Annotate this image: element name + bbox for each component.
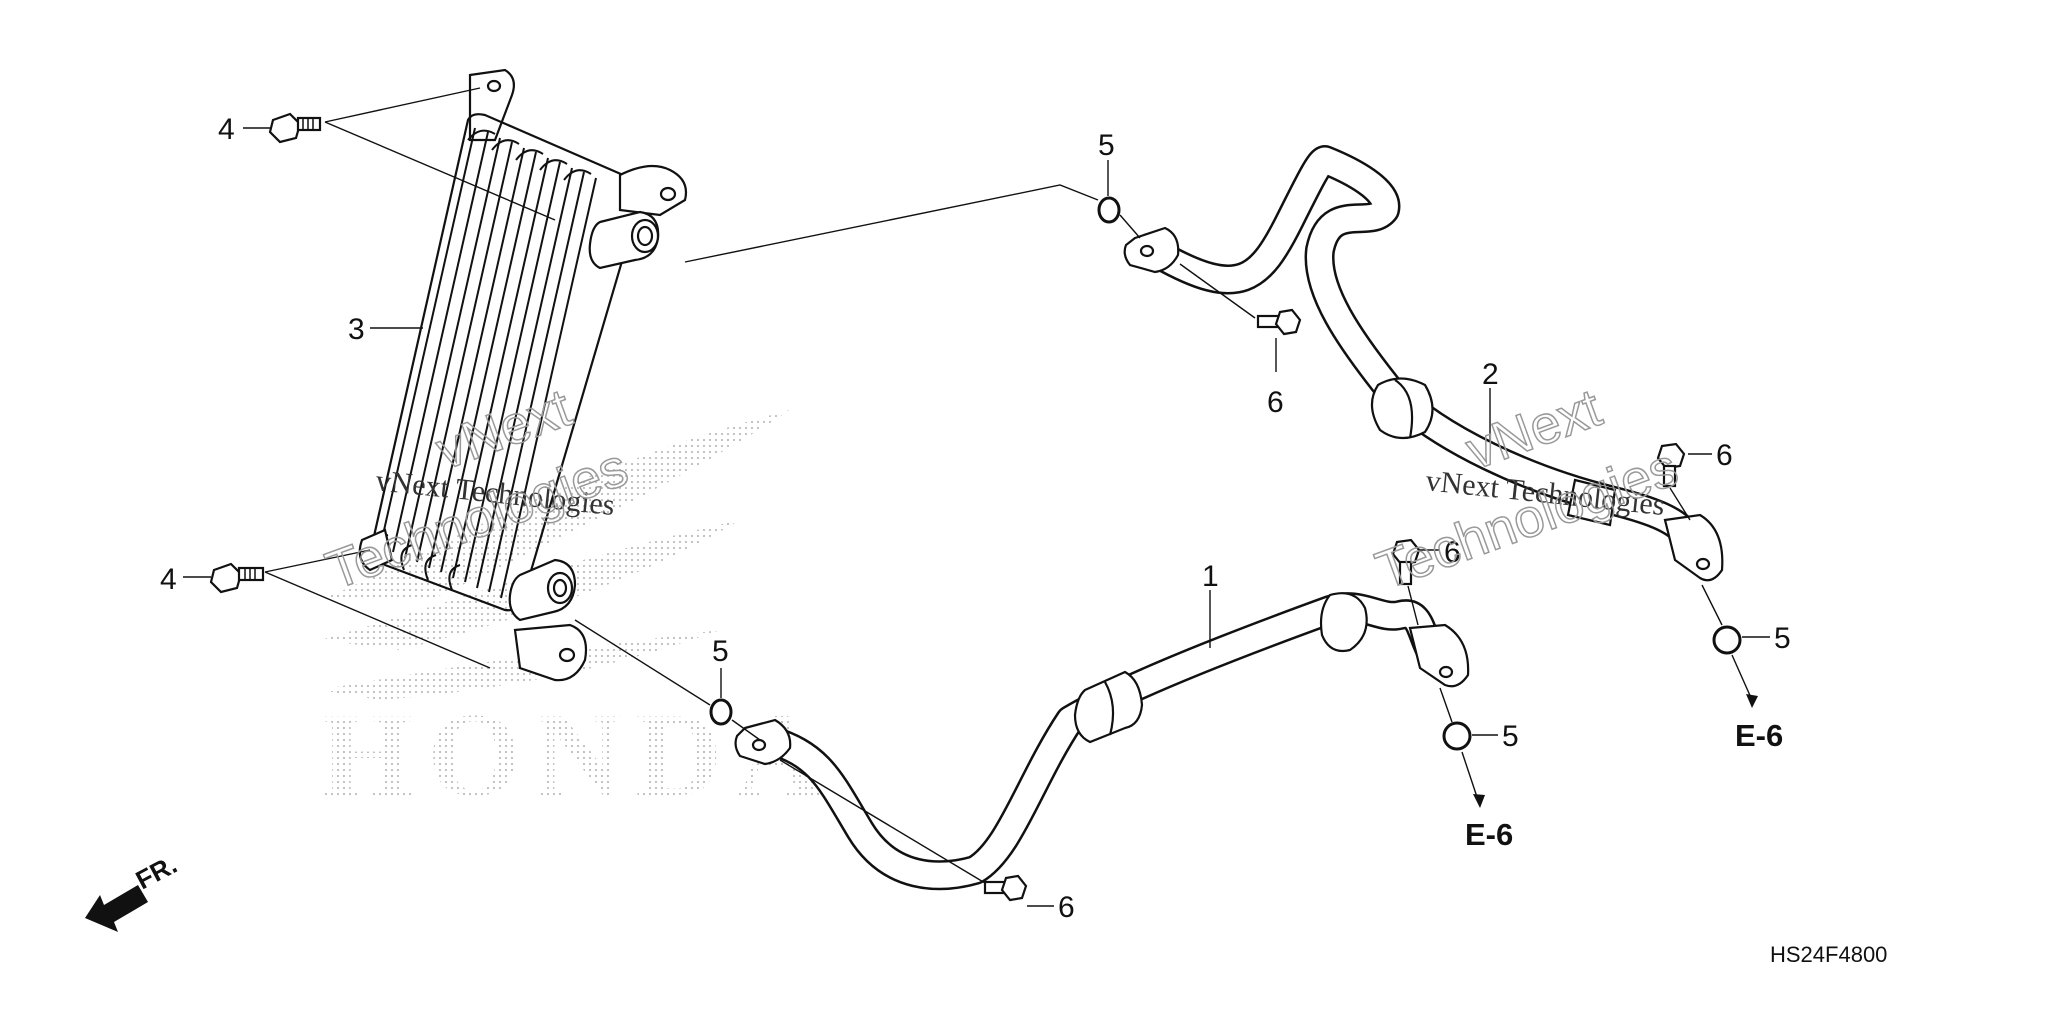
callout-oring-5-right-lower: 5 — [1502, 720, 1519, 753]
oring-5-upper — [1097, 196, 1121, 224]
callout-bolt-6-upper: 6 — [1267, 386, 1284, 419]
ref-e6-left: E-6 — [1465, 817, 1513, 852]
oil-cooler — [358, 68, 688, 682]
callout-hose-1: 1 — [1202, 560, 1219, 593]
oring-5-right — [1712, 625, 1742, 655]
front-direction-arrow: FR. — [85, 849, 182, 932]
bolt-6-bottom — [983, 874, 1028, 902]
diagram-code: HS24F4800 — [1770, 942, 1887, 967]
callout-bolt-6-bottom: 6 — [1058, 891, 1075, 924]
callout-bolt-4-upper: 4 — [218, 113, 235, 146]
callout-oring-5-right: 5 — [1774, 622, 1791, 655]
oring-5-right-lower — [1442, 721, 1472, 751]
callout-hose-2: 2 — [1482, 358, 1499, 391]
callout-bolt-4-lower: 4 — [160, 563, 177, 596]
callout-oring-5-lower: 5 — [712, 635, 729, 668]
leader-lines — [183, 87, 1770, 907]
bolt-6-upper — [1256, 308, 1302, 336]
bolt-4-upper — [268, 112, 322, 144]
callout-oring-5-upper: 5 — [1098, 129, 1115, 162]
oil-hose-2 — [1123, 145, 1724, 582]
bolt-4-lower — [209, 562, 265, 594]
bolt-6-right — [1656, 442, 1686, 488]
callout-bolt-6-mid: 6 — [1444, 536, 1461, 569]
text-watermarks: vNext Technologies vNext Technologies vN… — [318, 377, 1686, 602]
ref-e6-right: E-6 — [1735, 718, 1783, 753]
bolt-6-mid — [1391, 538, 1421, 586]
callout-bolt-6-right: 6 — [1716, 439, 1733, 472]
oil-hose-1 — [734, 592, 1470, 891]
oring-5-lower — [709, 698, 733, 726]
callout-oil-cooler: 3 — [348, 313, 365, 346]
